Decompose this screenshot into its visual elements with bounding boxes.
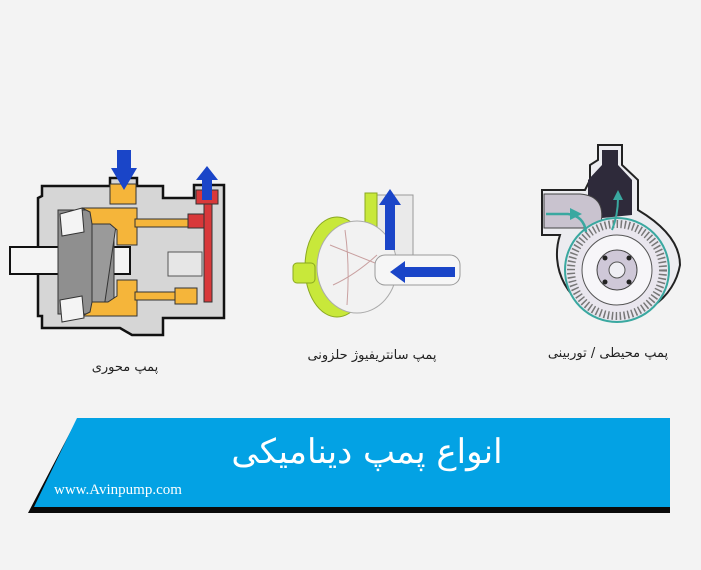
title-banner: انواع پمپ دینامیکی www.Avinpump.com (34, 418, 670, 507)
centrifugal-volute-pump-label: پمپ سانتریفیوژ حلزونی (307, 348, 437, 363)
centrifugal-volute-pump-illustration (292, 189, 461, 318)
peripheral-turbine-pump-illustration (541, 144, 682, 323)
axial-pump-label: پمپ محوری (91, 360, 159, 375)
banner-title: انواع پمپ دینامیکی (231, 432, 503, 472)
axial-pump-illustration (9, 150, 226, 337)
website-url: www.Avinpump.com (54, 482, 182, 498)
peripheral-turbine-pump-label: پمپ محیطی / توربینی (547, 346, 669, 361)
